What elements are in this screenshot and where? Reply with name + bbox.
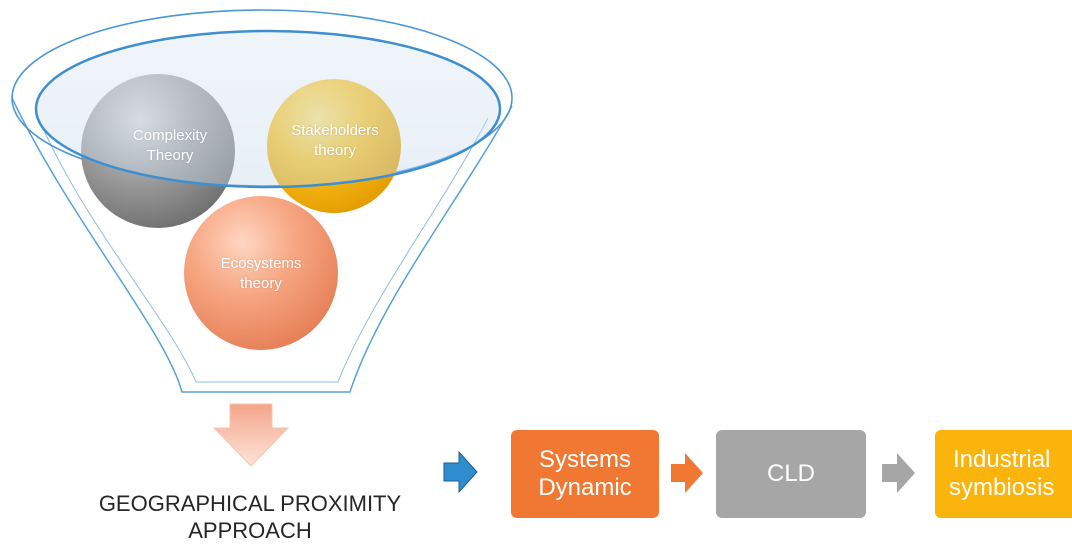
systems-dynamic-label: Systems Dynamic bbox=[538, 446, 632, 501]
ecosystems-theory-label: Ecosystems theory bbox=[220, 255, 302, 292]
industrial-symbiosis-box: Industrial symbiosis bbox=[935, 430, 1072, 518]
geographical-proximity-approach-label: GEOGRAPHICAL PROXIMITY APPROACH bbox=[98, 491, 402, 543]
funnel-body bbox=[11, 97, 513, 393]
cld-label: CLD bbox=[766, 460, 815, 487]
stakeholders-theory-label: Stakeholders theory bbox=[291, 122, 379, 159]
arrow-to-systems-dynamic bbox=[443, 450, 478, 494]
complexity-theory-label: Complexity Theory bbox=[132, 127, 208, 164]
industrial-symbiosis-label: Industrial symbiosis bbox=[949, 446, 1055, 501]
funnel-inner-rim bbox=[34, 29, 502, 189]
cld-box: CLD bbox=[716, 430, 866, 518]
arrow-to-cld bbox=[671, 453, 703, 493]
arrow-to-industrial-symbiosis bbox=[882, 453, 915, 493]
systems-dynamic-box: Systems Dynamic bbox=[511, 430, 659, 518]
funnel-inner-line bbox=[35, 111, 489, 383]
down-arrow bbox=[212, 403, 290, 467]
ecosystems-theory-ball bbox=[184, 196, 338, 350]
